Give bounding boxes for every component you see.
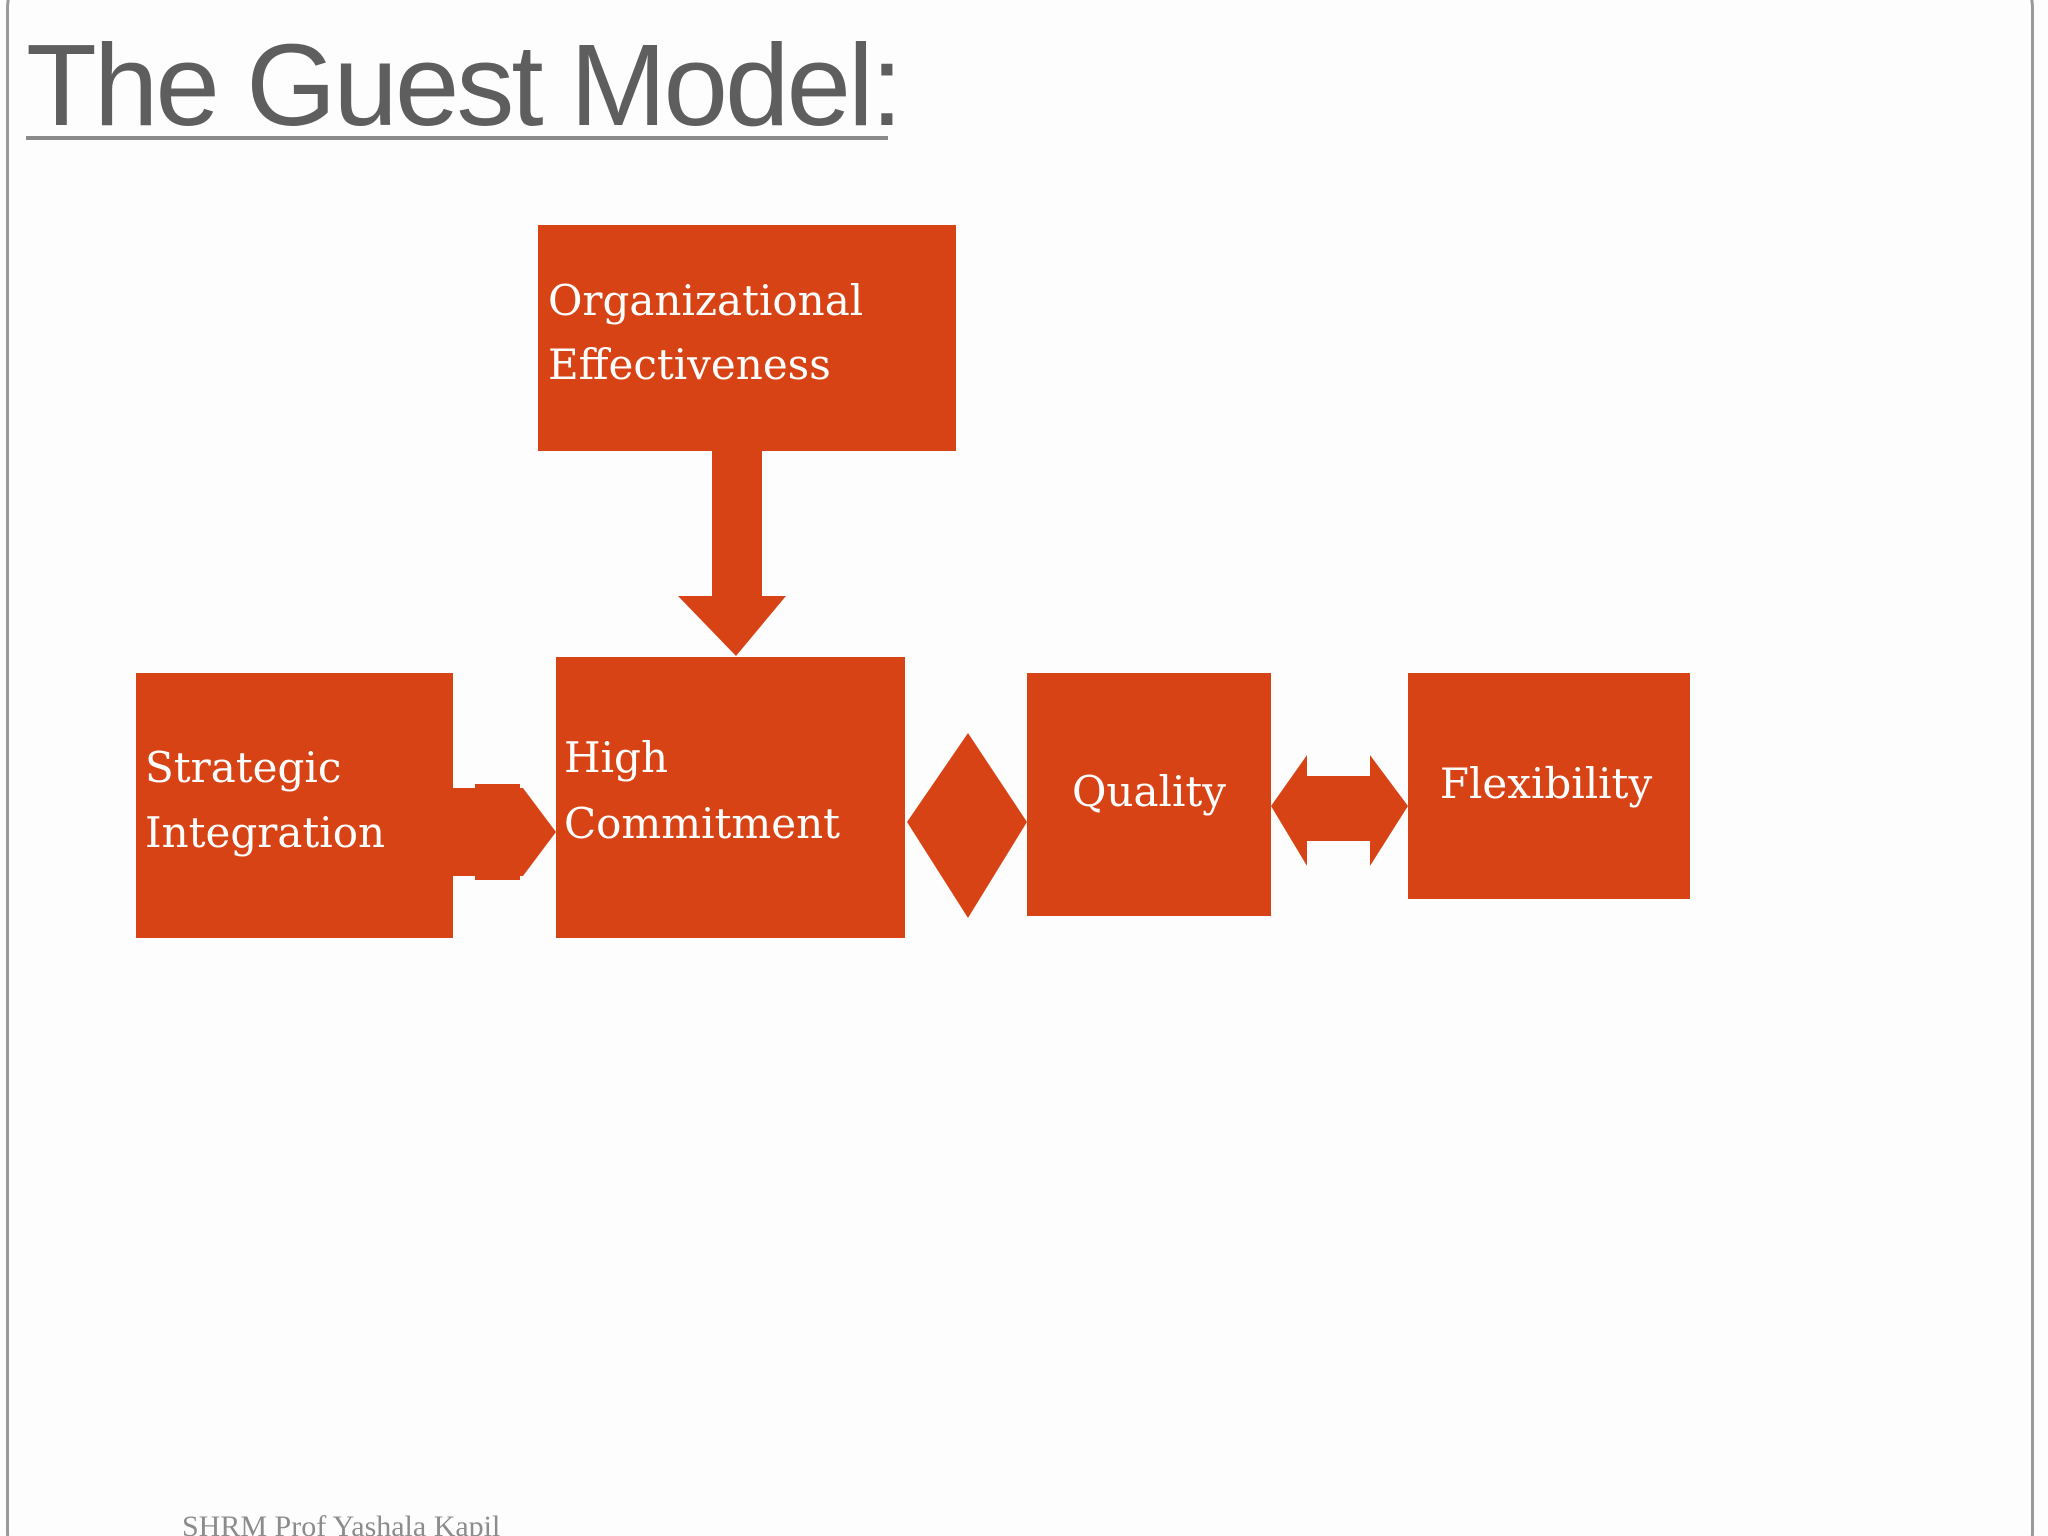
diamond-connector [907, 733, 1027, 918]
slide-frame [6, 0, 2034, 1536]
node-quality [1027, 673, 1271, 916]
label-strategic-integration: Strategic Integration [145, 743, 385, 857]
title-underline [26, 136, 888, 140]
node-high-commitment [556, 657, 905, 938]
label-quality: Quality [1072, 767, 1226, 816]
footer-credit: SHRM Prof Yashala Kapil [182, 1510, 501, 1536]
node-flexibility [1408, 673, 1690, 899]
slide-title: The Guest Model: [26, 20, 903, 150]
node-strategic-integration [136, 673, 453, 938]
node-organizational-effectiveness [538, 225, 956, 451]
down-arrow [678, 451, 786, 656]
label-organizational-effectiveness: Organizational Effectiveness [548, 276, 877, 389]
label-high-commitment: High Commitment [564, 733, 840, 848]
double-arrow-quality-flexibility [1271, 755, 1408, 866]
label-flexibility: Flexibility [1440, 759, 1653, 808]
double-arrow-strategic-commitment [423, 784, 556, 880]
